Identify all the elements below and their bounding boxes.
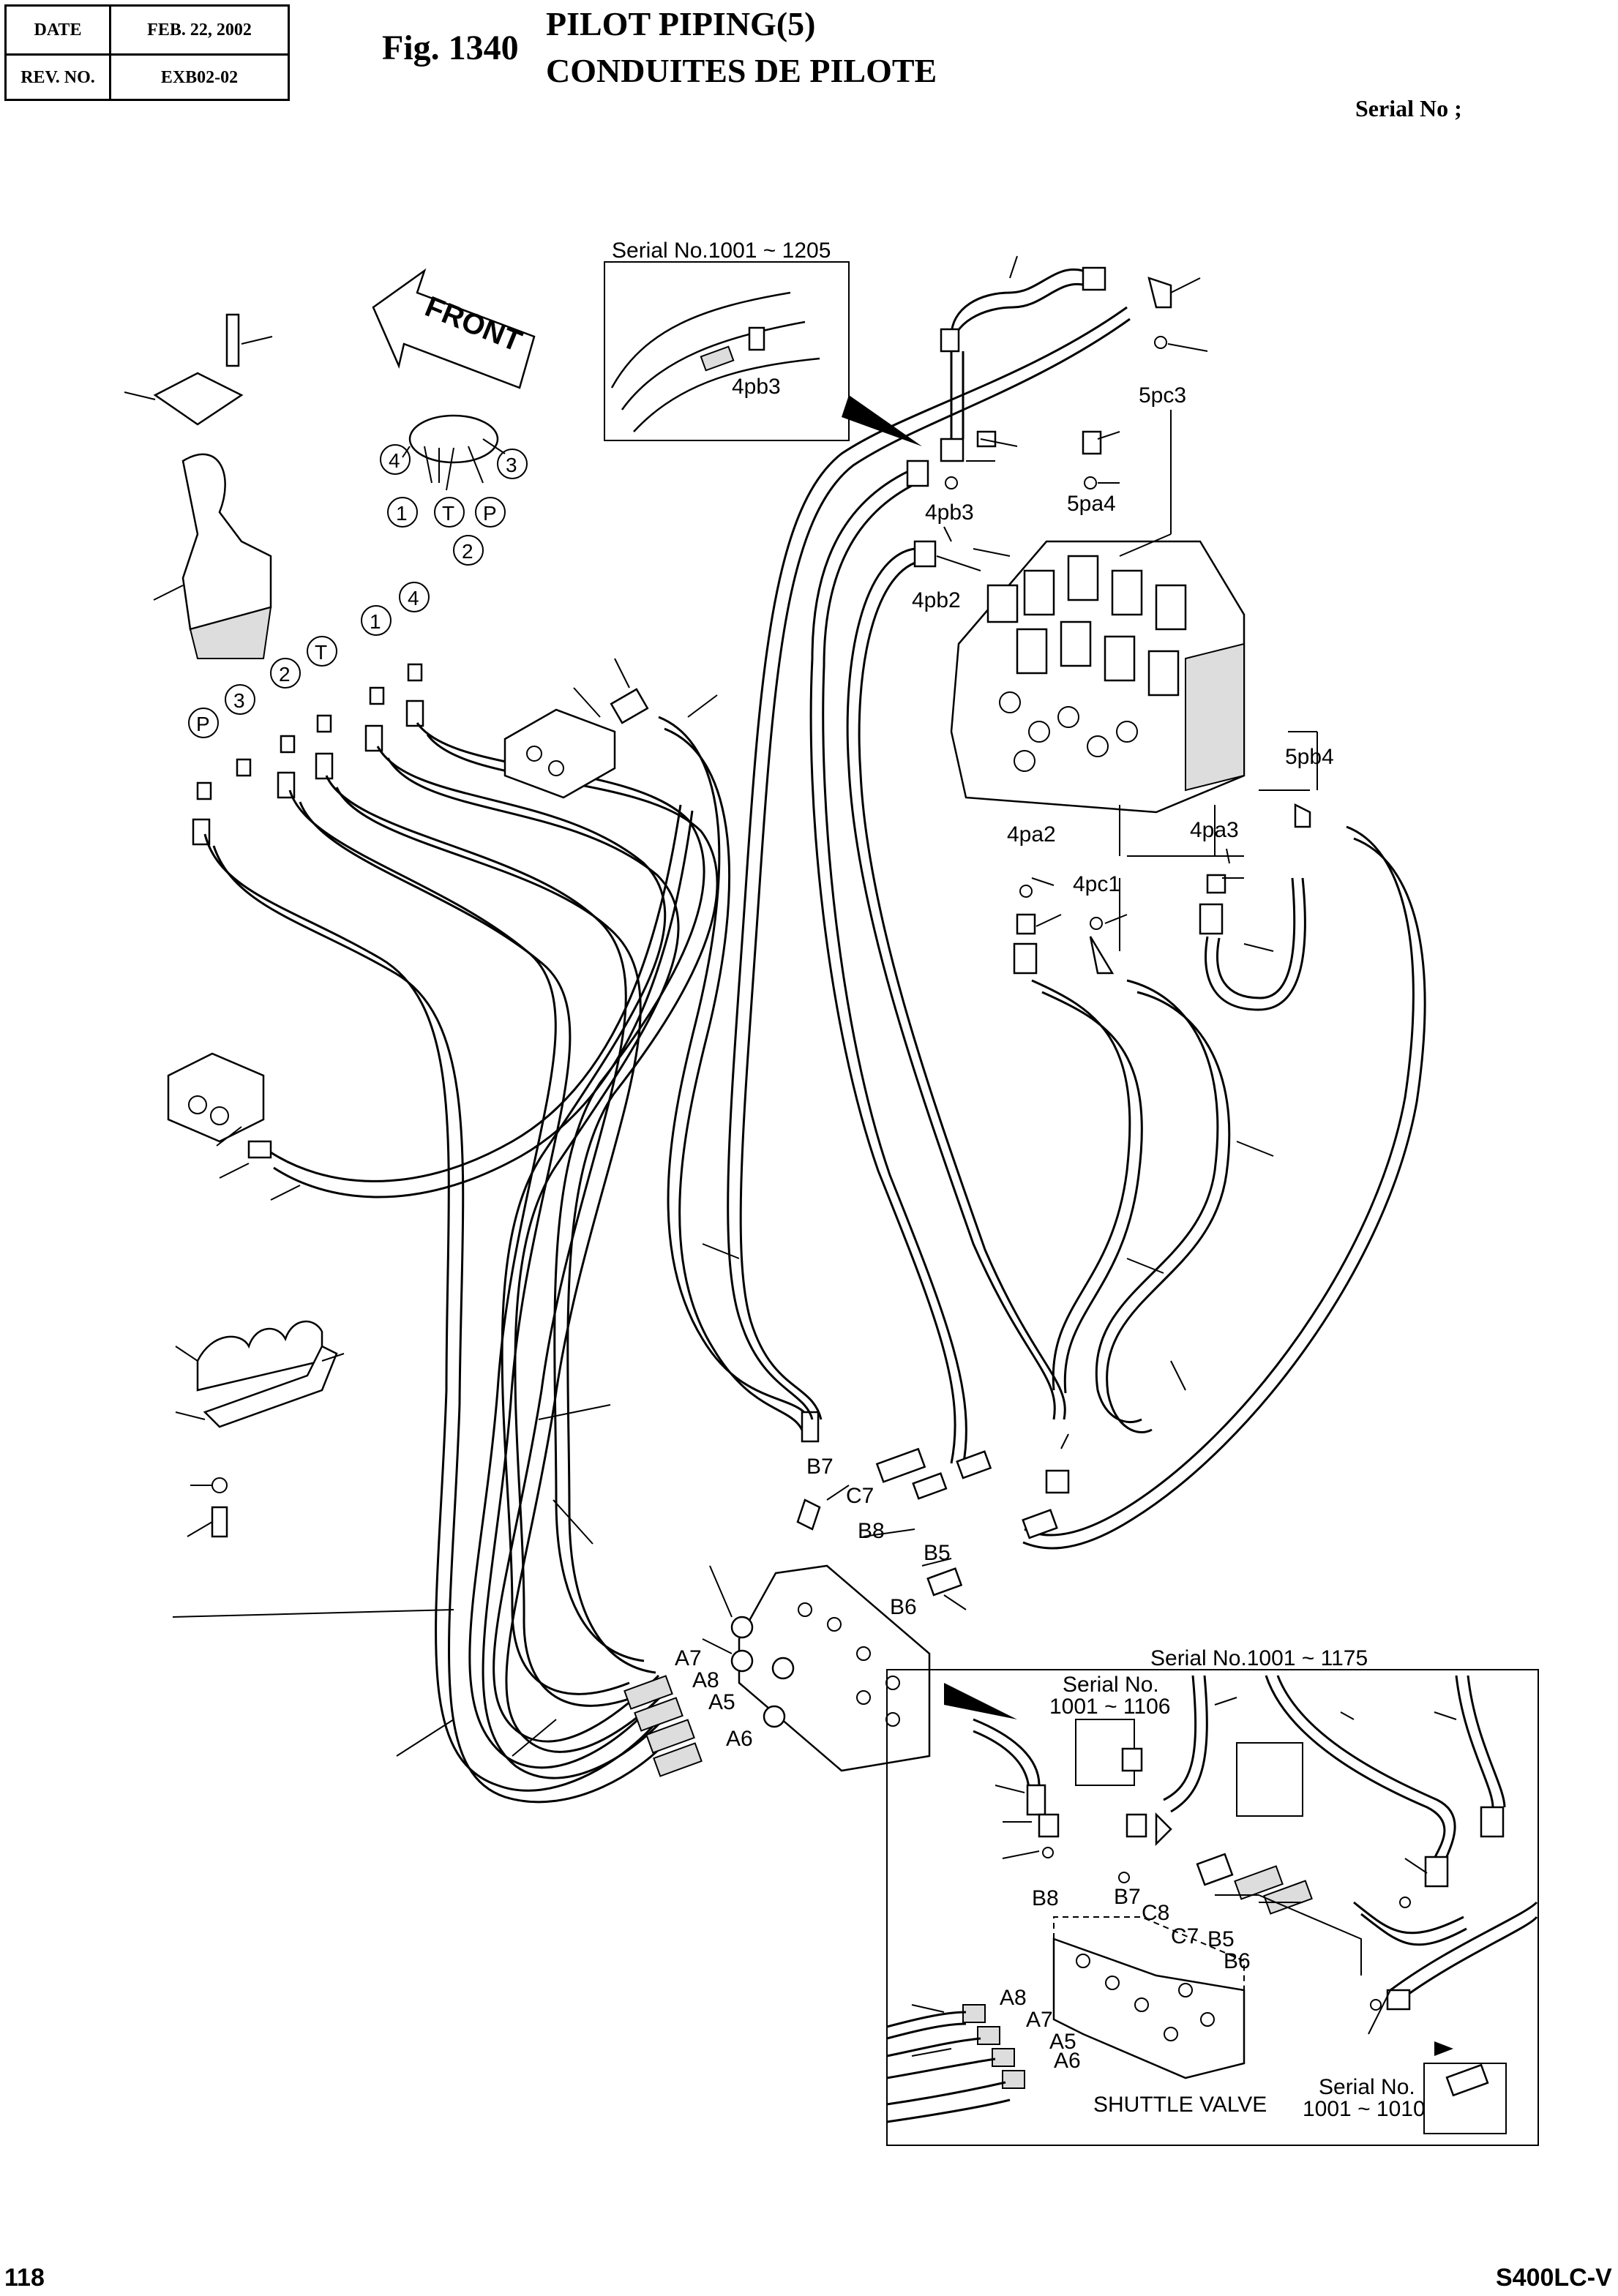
inset-bottom-sub1-range: 1001 ~ 1106 — [1049, 1695, 1170, 1719]
inset-label-a5: A5 — [1049, 2030, 1076, 2054]
port-circle-pa: P — [483, 502, 497, 525]
valve-upper-hoses — [727, 255, 1208, 1467]
inset-bottom-sub2-range: 1001 ~ 1010 — [1303, 2097, 1426, 2121]
label-5pc3: 5pc3 — [1139, 383, 1186, 408]
inset-top-pointer — [842, 395, 922, 446]
port-circle-3b: 3 — [233, 689, 245, 712]
inset-label-b5: B5 — [1207, 1927, 1235, 1951]
joystick-hose-bundle — [172, 722, 719, 1804]
port-circle-1a: 1 — [396, 502, 408, 525]
bolt-top — [225, 313, 240, 367]
header-divider-v — [109, 7, 111, 99]
inset-bottom-sub2-label: Serial No. — [1319, 2075, 1415, 2099]
label-4pa2: 4pa2 — [1007, 822, 1056, 847]
label-a7: A7 — [675, 1646, 702, 1670]
shuttle-port-labels: B7 C7 B8 B5 B6 A7 A8 A5 A6 — [675, 1455, 951, 1751]
figure-title-fr: CONDUITES DE PILOTE — [546, 52, 937, 89]
inset-label-b8: B8 — [1032, 1886, 1059, 1910]
label-a5: A5 — [708, 1690, 735, 1714]
inset-bottom-sub2-box — [1423, 2063, 1507, 2134]
label-4pc1: 4pc1 — [1073, 872, 1120, 896]
front-arrow: FRONT — [372, 268, 536, 389]
label-b7: B7 — [806, 1455, 834, 1479]
joystick-base — [189, 606, 272, 659]
port-circle-tb: T — [315, 641, 327, 664]
inset-port-labels: B8 B7 C8 C7 B5 B6 A8 A7 A5 A6 — [1000, 1885, 1251, 2073]
serial-number-label: Serial No ; — [1355, 95, 1462, 121]
label-b8: B8 — [858, 1519, 885, 1543]
label-b6: B6 — [890, 1595, 917, 1619]
label-5pb4: 5pb4 — [1285, 745, 1334, 769]
valve-lower-hoses — [1013, 731, 1426, 1550]
inset-bottom-sub3-box — [1236, 1742, 1303, 1817]
date-value: FEB. 22, 2002 — [147, 20, 252, 40]
port-circle-1b: 1 — [370, 610, 381, 633]
label-b5: B5 — [924, 1541, 951, 1565]
hose-clamp-bracket — [175, 1320, 345, 1538]
page-number: 118 — [4, 2264, 45, 2292]
inset-top-port-label: 4pb3 — [732, 375, 781, 399]
label-4pb3: 4pb3 — [925, 500, 974, 525]
label-4pa3: 4pa3 — [1190, 818, 1239, 842]
label-5pa4: 5pa4 — [1067, 492, 1116, 516]
main-control-valve — [950, 540, 1246, 814]
rev-value: EXB02-02 — [160, 67, 239, 87]
inset-bottom-serial: Serial No.1001 ~ 1175 — [1150, 1646, 1368, 1670]
port-circle-ta: T — [442, 502, 454, 525]
inset-top-serial: Serial No.1001 ~ 1205 — [612, 239, 831, 263]
inset-label-b6: B6 — [1224, 1949, 1251, 1973]
inset-label-a7: A7 — [1026, 2008, 1053, 2032]
port-circle-4a: 4 — [389, 449, 400, 472]
port-circle-4b: 4 — [408, 587, 419, 609]
port-plate — [408, 414, 499, 464]
inset-label-b7: B7 — [1114, 1885, 1141, 1909]
inset-label-a8: A8 — [1000, 1986, 1027, 2010]
port-circle-3a: 3 — [506, 454, 517, 476]
pilot-block-upper — [503, 658, 820, 1443]
header-divider-h — [7, 53, 288, 56]
label-4pb2: 4pb2 — [912, 588, 961, 612]
port-circle-pb: P — [196, 713, 210, 735]
rev-label: REV. NO. — [20, 67, 95, 87]
shuttle-valve-label: SHUTTLE VALVE — [1093, 2093, 1267, 2117]
date-label: DATE — [34, 20, 82, 40]
joystick-assembly — [124, 313, 506, 659]
control-port-labels: 4 3 1 T P 2 4 1 T 2 3 P — [188, 444, 528, 738]
inset-bottom-pointer — [944, 1683, 1017, 1719]
inset-label-c7: C7 — [1171, 1924, 1199, 1948]
inset-bottom: Serial No.1001 ~ 1175 Serial No. 1001 ~ … — [886, 1646, 1539, 2146]
inset-label-a6: A6 — [1054, 2049, 1081, 2073]
port-circle-2b: 2 — [279, 663, 291, 686]
shuttle-bracket — [738, 1564, 931, 1772]
inset-top: Serial No.1001 ~ 1205 4pb3 — [604, 239, 922, 446]
label-a6: A6 — [726, 1727, 753, 1751]
figure-title-en: PILOT PIPING(5) — [546, 5, 816, 42]
label-c7: C7 — [846, 1484, 874, 1508]
mounting-plate — [153, 372, 244, 426]
inset-bottom-frame — [886, 1669, 1539, 2146]
figure-number: Fig. 1340 — [382, 29, 519, 67]
port-circle-2a: 2 — [462, 540, 473, 563]
inset-top-frame — [604, 261, 850, 441]
joystick-lever — [181, 453, 272, 631]
model-number: S400LC-V — [1496, 2264, 1612, 2292]
shuttle-fittings — [623, 1433, 1070, 1777]
inset-label-c8: C8 — [1142, 1901, 1169, 1925]
joystick-fittings — [192, 663, 424, 846]
inset-bottom-sub1-label: Serial No. — [1063, 1673, 1159, 1697]
valve-port-labels: 4pb3 5pa4 5pc3 4pb2 5pb4 4pa2 4pa3 4pc1 — [912, 383, 1334, 896]
header-box: DATE FEB. 22, 2002 REV. NO. EXB02-02 — [4, 4, 290, 101]
pilot-block-left — [167, 804, 694, 1201]
label-a8: A8 — [692, 1668, 719, 1692]
